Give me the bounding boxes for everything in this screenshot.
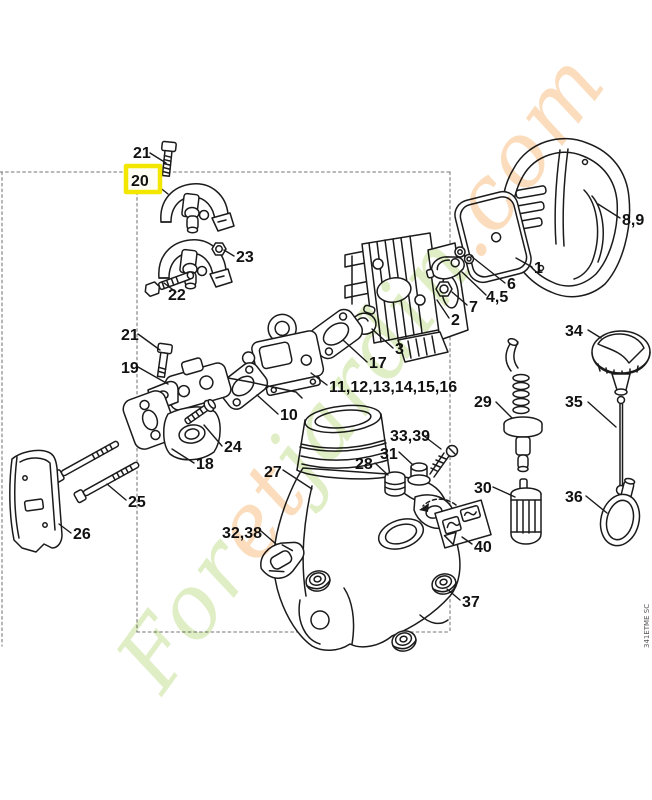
part-label-1: 1 <box>534 260 543 277</box>
part-label-3: 3 <box>395 341 404 358</box>
part-label-29: 29 <box>474 394 492 411</box>
part-label-27: 27 <box>264 464 282 481</box>
part-clutch-assembly-20 <box>160 183 235 234</box>
direction-arrow <box>419 498 457 512</box>
part-nut-23 <box>211 242 227 256</box>
part-grommet-37 <box>431 573 457 595</box>
part-label-8-9: 8,9 <box>622 212 644 229</box>
part-label-20-highlighted[interactable]: 20 <box>131 173 149 190</box>
part-label-37: 37 <box>462 594 480 611</box>
part-label-30: 30 <box>474 480 492 497</box>
part-label-40: 40 <box>474 539 492 556</box>
part-label-32-38: 32,38 <box>222 525 262 542</box>
part-retainer-loop <box>599 477 641 547</box>
part-label-22: 22 <box>168 287 186 304</box>
part-manifold <box>122 380 221 461</box>
part-label-21b: 21 <box>121 327 139 344</box>
part-tank-vent-hose <box>503 337 543 473</box>
part-bolt-21-top <box>160 140 177 177</box>
part-grommet-37 <box>305 570 331 592</box>
part-label-6: 6 <box>507 276 516 293</box>
part-label-33-39: 33,39 <box>390 428 430 445</box>
part-muffler-plate <box>9 449 63 553</box>
part-label-21: 21 <box>133 145 151 162</box>
part-nut-7 <box>435 281 453 297</box>
highlighted-part-number[interactable]: 20 <box>123 163 163 195</box>
part-label-4-5: 4,5 <box>486 289 508 306</box>
leader-lines <box>58 152 621 601</box>
part-label-28: 28 <box>355 456 373 473</box>
part-label-17: 17 <box>369 355 387 372</box>
drawing-number: 341ETME SC <box>643 604 651 648</box>
part-label-18: 18 <box>196 456 214 473</box>
part-label-19: 19 <box>121 360 139 377</box>
part-plug-28 <box>384 471 406 497</box>
part-label-25: 25 <box>128 494 146 511</box>
part-fuel-filter <box>510 478 542 545</box>
part-intake-clamp <box>425 256 465 280</box>
part-fuel-tank <box>273 404 461 651</box>
part-label-26: 26 <box>73 526 91 543</box>
part-screw-24 <box>184 398 217 425</box>
part-bolt-21-lower <box>156 342 173 378</box>
part-label-23: 23 <box>236 249 254 266</box>
part-gasket-10 <box>217 362 269 410</box>
part-label-10: 10 <box>280 407 298 424</box>
part-washers <box>454 246 475 265</box>
part-label-7: 7 <box>469 299 478 316</box>
part-fuel-cap <box>591 330 651 396</box>
part-bushing-31 <box>407 462 431 486</box>
part-label-2: 2 <box>451 312 460 329</box>
part-label-34: 34 <box>565 323 583 340</box>
part-label-36: 36 <box>565 489 583 506</box>
part-gasket-17 <box>309 308 363 360</box>
part-grommet-37 <box>391 630 417 652</box>
part-label-31: 31 <box>380 446 398 463</box>
part-warning-label-40 <box>434 499 492 549</box>
part-label-35: 35 <box>565 394 583 411</box>
part-screw-33-39 <box>429 444 459 478</box>
part-label-11-16: 11,12,13,14,15,16 <box>329 379 457 396</box>
part-label-24: 24 <box>224 439 242 456</box>
part-clip-32-38 <box>260 541 305 579</box>
